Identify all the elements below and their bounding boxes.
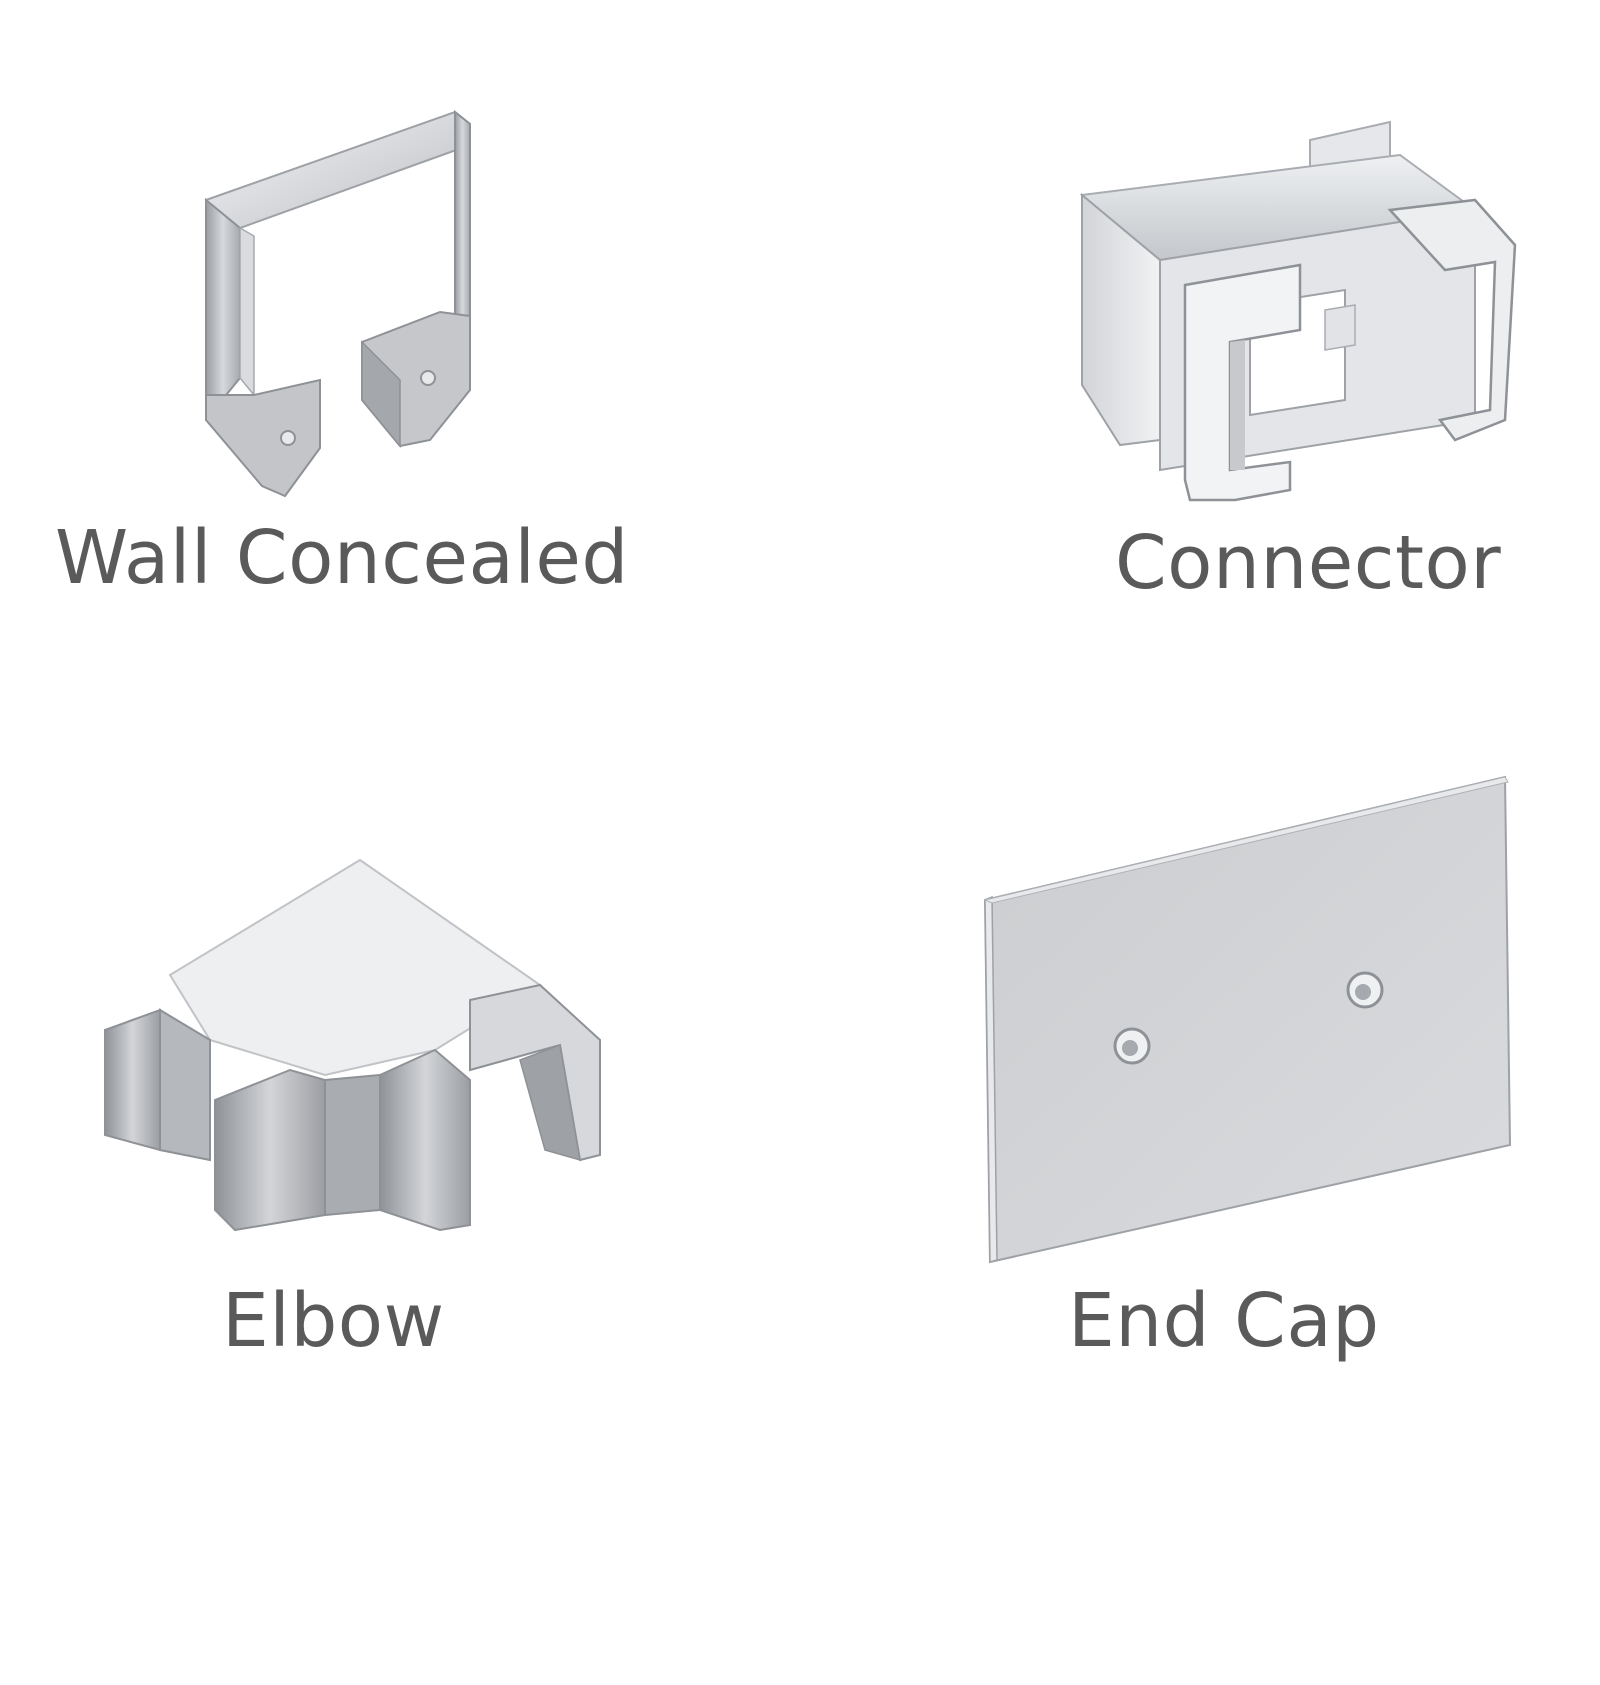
part-label-elbow: Elbow xyxy=(222,1278,445,1364)
part-label-end-cap: End Cap xyxy=(1068,1278,1380,1364)
part-label-connector: Connector xyxy=(1115,520,1502,606)
part-label-wall-concealed: Wall Concealed xyxy=(55,515,629,601)
